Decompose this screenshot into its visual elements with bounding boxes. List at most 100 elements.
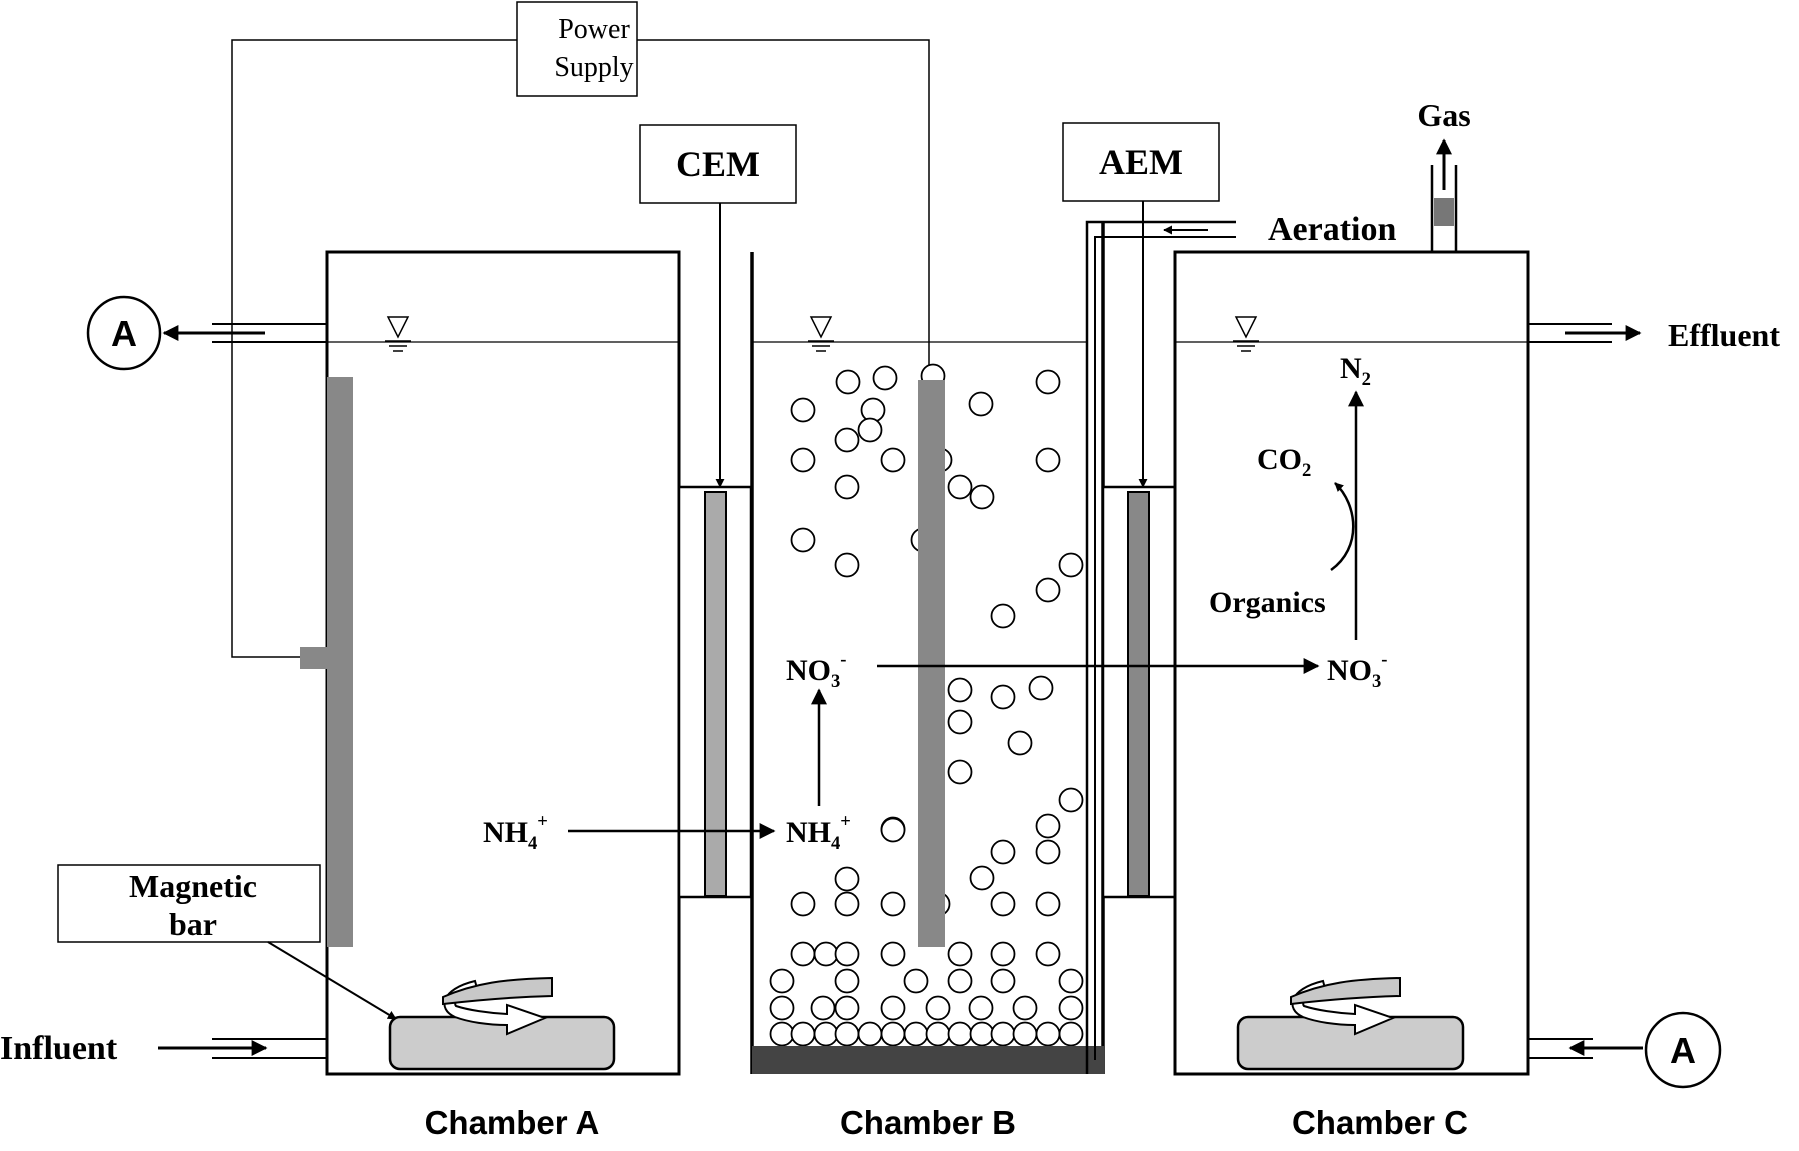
bubble — [834, 427, 860, 453]
electrode-connector-a — [300, 647, 328, 669]
bubble — [834, 941, 860, 967]
water-level-symbol-b — [808, 316, 834, 352]
bubble — [1028, 675, 1054, 701]
no3-label-c: NO3- — [1327, 649, 1388, 692]
gas-outlet — [1430, 138, 1458, 252]
magnetic-bar-label-2: bar — [169, 906, 217, 942]
bubble — [834, 1021, 860, 1047]
bubble — [1035, 839, 1061, 865]
svg-text:A: A — [111, 313, 137, 354]
bubble — [990, 941, 1016, 967]
magnetic-bar-label-box: Magnetic bar — [57, 864, 321, 943]
bubble — [925, 1021, 951, 1047]
bubble — [813, 1021, 839, 1047]
bubble — [1035, 369, 1061, 395]
inlet-pipe-a — [158, 1038, 327, 1059]
bubble — [813, 941, 839, 967]
bubble — [925, 995, 951, 1021]
cem-label: CEM — [676, 144, 760, 184]
bubble — [835, 369, 861, 395]
water-level-symbol-a — [385, 316, 411, 352]
rotation-arrow-a — [442, 976, 553, 1036]
organics-label: Organics — [1209, 586, 1326, 619]
power-wiring — [231, 39, 930, 658]
bubble — [1007, 730, 1033, 756]
ammeter-right: A — [1644, 1011, 1722, 1089]
rotation-arrow-c — [1290, 976, 1401, 1036]
bubble — [1035, 891, 1061, 917]
bubble — [1058, 552, 1084, 578]
inlet-pipe-c — [1528, 1038, 1643, 1059]
oxidation-arrow — [1330, 482, 1355, 572]
bubble — [790, 447, 816, 473]
bubble — [834, 474, 860, 500]
power-supply-box: Power Supply — [516, 1, 638, 97]
bubble — [857, 1021, 883, 1047]
bubble — [857, 417, 883, 443]
power-supply-label-2: Supply — [554, 52, 633, 83]
nh4-label-b: NH4+ — [786, 811, 851, 854]
influent-label: Influent — [0, 1030, 118, 1067]
bubble — [990, 968, 1016, 994]
bubble — [880, 891, 906, 917]
bubble — [1058, 787, 1084, 813]
bubble — [880, 1021, 906, 1047]
bubble — [790, 1021, 816, 1047]
aem-membrane-assembly — [1101, 485, 1177, 899]
chamber-a-title: Chamber A — [425, 1104, 600, 1141]
bubble — [1058, 968, 1084, 994]
bubble — [947, 677, 973, 703]
aeration-pipe — [1085, 220, 1236, 1074]
aeration-bubbles — [769, 363, 1084, 1047]
bubble — [947, 1021, 973, 1047]
bubble — [872, 365, 898, 391]
bubble — [1035, 447, 1061, 473]
cem-membrane-assembly — [677, 485, 753, 899]
bubble — [769, 968, 795, 994]
effluent-pipe — [1528, 323, 1642, 343]
chamber-a-tank — [325, 250, 681, 1076]
bubble — [990, 839, 1016, 865]
bubble — [769, 995, 795, 1021]
ammeter-left: A — [86, 295, 162, 371]
svg-text:A: A — [1670, 1030, 1696, 1071]
bubble — [903, 968, 929, 994]
bubble — [880, 995, 906, 1021]
bubble — [947, 759, 973, 785]
bubble — [947, 474, 973, 500]
bubble — [880, 817, 906, 843]
effluent-label: Effluent — [1668, 317, 1780, 353]
chamber-c-tank — [1173, 250, 1530, 1076]
bubble — [969, 865, 995, 891]
bubble — [990, 891, 1016, 917]
chamber-b-title: Chamber B — [840, 1104, 1016, 1141]
aem-label: AEM — [1099, 142, 1183, 182]
bubble — [790, 941, 816, 967]
magnetic-bar-label-1: Magnetic — [129, 868, 257, 904]
bubble — [1012, 995, 1038, 1021]
bubble — [790, 397, 816, 423]
bubble — [790, 891, 816, 917]
co2-label: CO2 — [1257, 443, 1311, 481]
aeration-label: Aeration — [1268, 211, 1397, 248]
bubble — [834, 995, 860, 1021]
bubble — [1035, 941, 1061, 967]
electrode-b — [918, 380, 945, 947]
bubble — [968, 995, 994, 1021]
bubble — [880, 941, 906, 967]
magnetic-bar-pointer — [267, 941, 397, 1020]
bubble — [969, 1021, 995, 1047]
bubble — [947, 968, 973, 994]
gas-label: Gas — [1417, 97, 1470, 133]
bubble — [1035, 1021, 1061, 1047]
bubble — [990, 1021, 1016, 1047]
bubble — [1058, 995, 1084, 1021]
bubble — [990, 603, 1016, 629]
bubble — [903, 1021, 929, 1047]
bubble — [834, 866, 860, 892]
chamber-c-title: Chamber C — [1292, 1104, 1468, 1141]
bubble — [947, 709, 973, 735]
bubble — [1058, 1021, 1084, 1047]
bubble — [990, 684, 1016, 710]
